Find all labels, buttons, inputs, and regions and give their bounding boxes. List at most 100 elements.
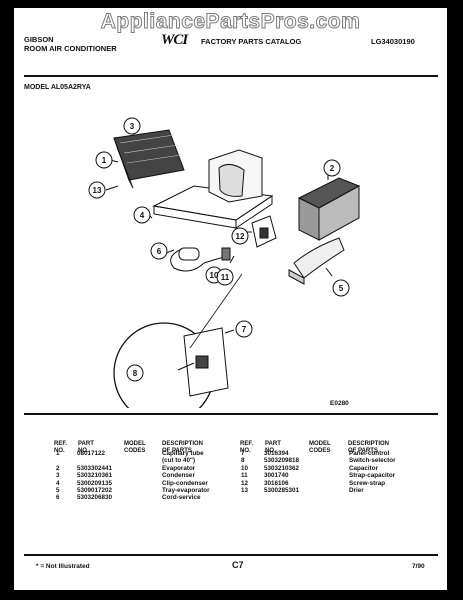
part-cell [77,457,162,464]
watermark: AppliancePartsPros.com [100,10,361,34]
desc-cell: (cut to 40") [162,457,196,465]
part-cell: 08017122 [77,450,106,457]
part-cell: 5303302441 [77,464,113,472]
ref-cell: 8 [241,457,245,465]
figure-code: E0280 [330,400,349,407]
callout-circle-13 [88,181,106,199]
callout-label-1: 1 [102,156,107,165]
ref-cell: 6 [56,494,60,502]
cord-plug [178,247,200,261]
part-cell: 5303209818 [264,457,300,465]
callout-label-6: 6 [157,247,162,256]
callout-circle-11 [216,268,234,286]
table-row: 10 5303210362 Capacitor [241,465,399,472]
table-row: 2 5303302441 Evaporator [56,465,213,472]
part-cell: 5303206830 [77,494,113,502]
callout-label-8: 8 [133,369,138,378]
exploded-parts-diagram: 1 2 3 4 5 6 7 8 10 11 12 13 [88,117,361,408]
part-cell: 5303210361 [77,472,113,480]
desc-cell: Strap-capacitor [349,472,396,480]
part-cell: 5303210362 [264,464,300,472]
callout-circle-7 [235,320,253,338]
ref-cell: 10 [241,464,249,472]
ref-cell: 12 [241,479,249,487]
table-row: 4 5300209135 Clip-condenser [56,480,213,487]
callout-label-11: 11 [221,273,230,282]
left-ref-header: REF. NO. [54,441,68,454]
desc-cell: Capillary tube [162,450,204,457]
desc-cell: Condenser [162,472,195,480]
callout-circle-8 [126,364,144,382]
part-cell: 5300285301 [264,487,300,495]
desc-cell: Evaporator [162,464,196,472]
control-panel-top [251,215,277,248]
table-row: 12 3016106 Screw-strap [241,480,399,487]
desc-cell: Drier [349,487,364,495]
left-model-header: MODEL CODES [124,441,146,454]
page-number: C7 [232,560,244,570]
table-row: 11 3001740 Strap-capacitor [241,472,399,479]
callout-circle-6 [150,242,168,260]
callout-circle-3 [123,117,141,135]
condenser-coil [113,129,185,189]
parts-catalog-page: AppliancePartsPros.com GIBSON ROOM AIR C… [14,8,447,590]
product-name: ROOM AIR CONDITIONER [24,44,117,53]
ref-cell: 2 [56,464,60,472]
callout-circle-12 [231,227,249,245]
callout-label-5: 5 [339,284,344,293]
part-cell: 3001740 [264,472,289,480]
callout-label-4: 4 [140,211,145,220]
footer-rule [24,554,438,556]
compressor-shroud [208,149,263,203]
table-row: 1 08017122 Capillary tube [56,450,213,457]
desc-cell: Capacitor [349,464,379,472]
desc-cell: Clip-condenser [162,479,208,487]
callout-label-13: 13 [93,186,102,195]
ref-cell: 5 [56,487,60,495]
table-row: (cut to 40") [56,457,213,464]
part-cell: 5309017202 [77,487,113,495]
part-cell: 3016394 [264,450,289,457]
callout-label-12: 12 [236,232,245,241]
callout-label-3: 3 [130,122,135,131]
callout-circle-5 [332,279,350,297]
evaporator-coil [297,177,361,241]
left-parts-table: 1 08017122 Capillary tube (cut to 40") 2 53… [56,450,213,502]
selector-switch [195,355,209,369]
brand-name: GIBSON [24,35,54,44]
chassis-base [152,185,274,229]
tray-evaporator [288,237,345,285]
callout-label-2: 2 [330,164,335,173]
desc-cell: Switch-selector [349,457,396,465]
detail-leader [189,273,243,349]
right-model-header: MODEL CODES [309,441,331,454]
desc-cell: Cord-service [162,494,201,502]
right-desc-header: DESCRIPTION OF PARTS [348,441,390,454]
right-ref-header: REF. NO. [240,441,254,454]
desc-cell: Screw-strap [349,479,386,487]
table-row: 6 5303206830 Cord-service [56,494,213,501]
not-illustrated-note: * = Not Illustrated [36,563,90,570]
catalog-number: LG34030190 [371,37,415,46]
part-cell: 3016106 [264,479,289,487]
ref-cell: 1 [56,450,60,457]
callout-circle-4 [133,206,151,224]
model-number: MODEL AL05A2RYA [24,84,91,91]
wci-logo: WCI [161,32,188,48]
left-desc-header: DESCRIPTION OF PARTS [162,441,204,454]
table-rule [24,413,438,415]
table-row: 13 5300285301 Drier [241,487,399,494]
callout-circle-1 [95,151,113,169]
service-cord [170,247,205,272]
ref-cell: 7 [241,450,245,457]
table-row: 8 5303209818 Switch-selector [241,457,399,464]
ref-cell: 4 [56,479,60,487]
ref-cell: 11 [241,472,248,480]
ref-cell: 13 [241,487,249,495]
revision-date: 7/90 [412,563,425,570]
part-cell: 5300209135 [77,479,113,487]
